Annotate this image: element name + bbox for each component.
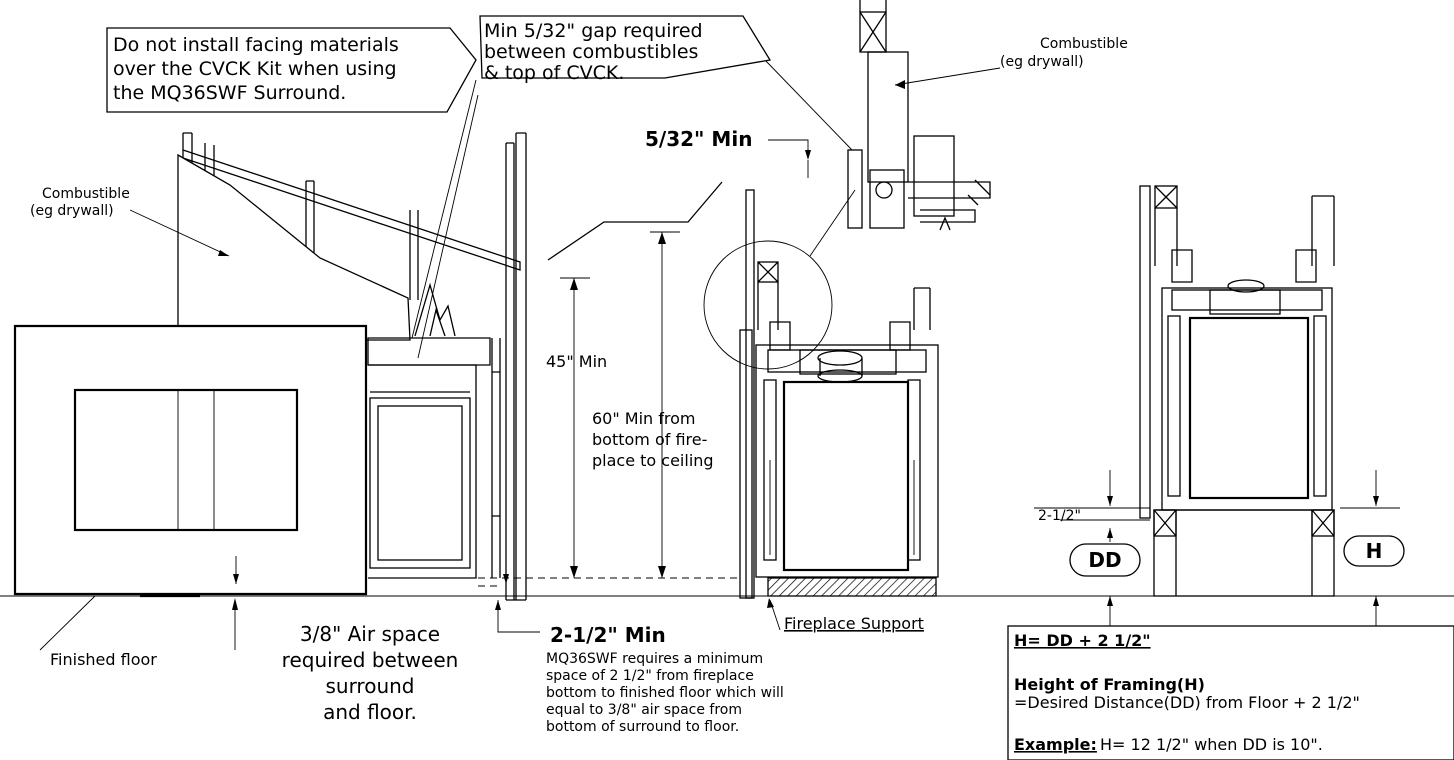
bottom-min-line-2: space of 2 1/2" from fireplace (546, 668, 754, 684)
ceiling-min-line-3: place to ceiling (592, 451, 714, 470)
bottom-min-line-1: MQ36SWF requires a minimum (546, 651, 763, 667)
wall-min-label: 45" Min (546, 352, 607, 371)
bottom-min-line-3: bottom to finished floor which will (546, 685, 784, 701)
side-view (1034, 185, 1405, 628)
detail-view (764, 0, 1001, 231)
example-label: Example: (1014, 735, 1097, 754)
ceiling-min-line-1: 60" Min from (592, 409, 696, 428)
combustible-right-line-2: (eg drywall) (1000, 54, 1084, 70)
combustible-left-line-2: (eg drywall) (30, 203, 114, 219)
dim-2-5-label: 2-1/2" (1038, 508, 1081, 524)
isometric-view (13, 79, 740, 651)
facing-warning-line-1: Do not install facing materials (113, 34, 399, 56)
fireplace-support-label: Fireplace Support (784, 614, 924, 633)
dd-label: DD (1088, 548, 1121, 572)
bottom-min-line-4: equal to 3/8" air space from (546, 702, 742, 718)
callout-shapes (106, 15, 1454, 760)
air-space-line-1: 3/8" Air space (300, 622, 440, 646)
combustible-left-line-1: Combustible (42, 186, 130, 202)
bottom-min-title: 2-1/2" Min (550, 623, 666, 647)
facing-warning-line-2: over the CVCK Kit when using (113, 58, 397, 80)
example-text: H= 12 1/2" when DD is 10". (1100, 735, 1323, 754)
air-space-line-3: surround (325, 674, 414, 698)
finished-floor-label: Finished floor (50, 650, 157, 669)
formula-definition: =Desired Distance(DD) from Floor + 2 1/2… (1014, 693, 1360, 712)
gap-required-line-1: Min 5/32" gap required (484, 20, 703, 42)
ceiling-min-line-2: bottom of fire- (592, 430, 707, 449)
facing-warning-line-3: the MQ36SWF Surround. (113, 82, 346, 104)
combustible-right-line-1: Combustible (1040, 36, 1128, 52)
formula-text: H= DD + 2 1/2" (1014, 631, 1151, 650)
front-view (650, 139, 939, 631)
gap-required-line-3: & top of CVCK. (484, 62, 624, 84)
bottom-min-line-5: bottom of surround to floor. (546, 719, 739, 735)
h-label: H (1366, 539, 1383, 563)
gap-required-line-2: between combustibles (484, 41, 698, 63)
formula-heading: Height of Framing(H) (1014, 675, 1205, 694)
air-space-line-4: and floor. (323, 700, 417, 724)
air-space-line-2: required between (282, 648, 459, 672)
gap-min-label: 5/32" Min (645, 127, 752, 151)
